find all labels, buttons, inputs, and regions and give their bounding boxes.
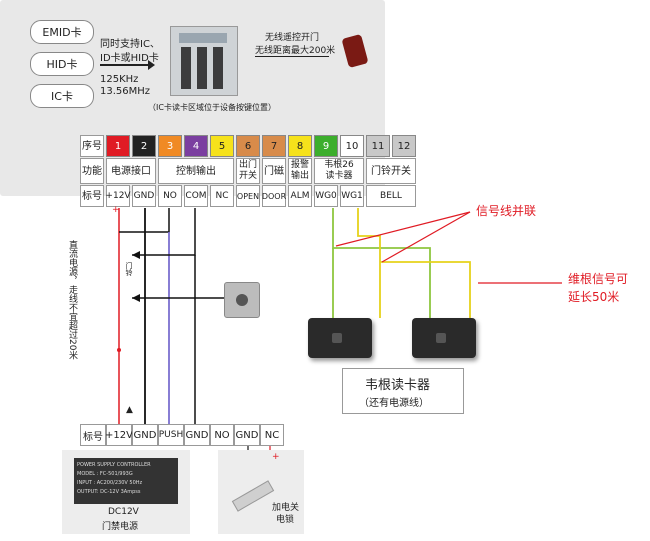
- psu-caption-1: DC12V: [108, 507, 139, 517]
- psu-plate: POWER SUPPLY CONTROLLER MODEL : FC-501/9…: [74, 458, 178, 504]
- exit-button-icon: [224, 282, 260, 318]
- lock-caption-1: 加电关: [272, 503, 300, 513]
- card-type-hid: HID卡: [30, 52, 94, 76]
- wiegand-reader-2: [412, 318, 476, 358]
- dc-power-vertical: 直流电源，走线不宜超过20米: [67, 240, 77, 360]
- keypad-icon: [170, 26, 238, 96]
- terminal-number: 10: [340, 135, 364, 157]
- arrow-left-2: [132, 294, 140, 302]
- wiegand-reader-1: [308, 318, 372, 358]
- arrow-up-sign: ▲: [126, 405, 133, 415]
- feature-note-1: 同时支持IC、: [100, 39, 160, 50]
- terminal-number: 1: [106, 135, 130, 157]
- frequency-2: 13.56MHz: [100, 86, 151, 97]
- extend-label-2: 延长50米: [568, 290, 620, 304]
- reader-zone-note: （IC卡读卡区域位于设备按键位置）: [148, 103, 276, 112]
- terminal-label: ALM: [288, 185, 312, 207]
- arrow-right-icon: [100, 64, 150, 66]
- arrowhead-icon: [148, 60, 155, 70]
- dc-power-note: 直流电源，走线不宜超过20米: [66, 240, 106, 400]
- lock-box: 加电关 电锁: [218, 450, 304, 534]
- signal-parallel-label: 信号线并联: [476, 204, 537, 218]
- frequency-1: 125KHz: [100, 74, 139, 85]
- wire-wg1-yellow: [357, 208, 381, 318]
- function-control-output: 控制输出: [158, 158, 234, 184]
- row-label-function: 功能: [80, 158, 104, 184]
- lock-plus-sign: +: [272, 452, 280, 462]
- terminal-number: 4: [184, 135, 208, 157]
- terminal-number: 8: [288, 135, 312, 157]
- terminal-label: GND: [132, 185, 156, 207]
- reader-caption-box: 韦根读卡器 （还有电源线）: [342, 368, 464, 414]
- terminal-number: 12: [392, 135, 416, 157]
- terminal-number: 3: [158, 135, 182, 157]
- psu-terminal-label: 标号: [80, 424, 106, 446]
- terminal-number: 5: [210, 135, 234, 157]
- terminal-label: WG0: [314, 185, 338, 207]
- terminal-label: DOOR: [262, 185, 286, 207]
- terminal-label: BELL: [366, 185, 416, 207]
- terminal-number: 2: [132, 135, 156, 157]
- psu-plate-line: OUTPUT: DC-12V 3Ampss: [77, 489, 141, 495]
- psu-terminal-label: GND: [132, 424, 158, 446]
- function-power: 电源接口: [106, 158, 156, 184]
- terminal-label: NO: [158, 185, 182, 207]
- row-label-number: 序号: [80, 135, 104, 157]
- function-door-sensor: 门磁: [262, 158, 286, 184]
- pointer-2: [381, 211, 471, 263]
- wire-no: [119, 208, 170, 233]
- arrow-left-1: [132, 251, 140, 259]
- remote-note-2: 无线距离最大200米: [255, 46, 336, 56]
- small-label: 门铃: [125, 262, 133, 276]
- terminal-label: COM: [184, 185, 208, 207]
- psu-plate-line: POWER SUPPLY CONTROLLER: [77, 462, 151, 468]
- function-exit-switch: 出门 开关: [236, 158, 260, 184]
- function-wiegand: 韦根26 读卡器: [314, 158, 364, 184]
- psu-terminal-label: PUSH: [158, 424, 184, 446]
- feature-note-2: ID卡或HID卡: [100, 53, 159, 64]
- reader-subtitle: （还有电源线）: [359, 398, 429, 409]
- terminal-number: 7: [262, 135, 286, 157]
- row-label-tag: 标号: [80, 185, 104, 207]
- function-alarm: 报警 输出: [288, 158, 312, 184]
- remote-note-1: 无线遥控开门: [265, 33, 320, 43]
- terminal-number: 9: [314, 135, 338, 157]
- wire-wg0-green: [332, 208, 431, 318]
- psu-terminal-label: GND: [234, 424, 260, 446]
- psu-plate-line: MODEL : FC-501/993G: [77, 471, 133, 477]
- terminal-label: WG1: [340, 185, 364, 207]
- function-bell: 门铃开关: [366, 158, 416, 184]
- psu-plate-line: INPUT : AC200/230V 50Hz: [77, 480, 143, 486]
- wire-wg1-yellow-2: [380, 261, 471, 318]
- reader-title: 韦根读卡器: [365, 378, 431, 393]
- card-type-emid: EMID卡: [30, 20, 94, 44]
- terminal-label: +12V: [105, 185, 131, 207]
- electric-lock-icon: [231, 480, 275, 512]
- pointer-1: [335, 211, 471, 247]
- remote-arrow-line: [255, 56, 329, 57]
- lock-caption-2: 电锁: [276, 515, 295, 525]
- psu-terminal-label: +12V: [105, 424, 133, 446]
- terminal-number: 11: [366, 135, 390, 157]
- card-type-ic: IC卡: [30, 84, 94, 108]
- psu-terminal-label: NO: [210, 424, 234, 446]
- plus-sign-top: +: [112, 205, 120, 215]
- psu-terminal-label: GND: [184, 424, 210, 446]
- terminal-label: OPEN: [236, 185, 260, 207]
- terminal-label: NC: [210, 185, 234, 207]
- psu-box: POWER SUPPLY CONTROLLER MODEL : FC-501/9…: [62, 450, 190, 534]
- junction-dot: [117, 348, 121, 352]
- psu-caption-2: 门禁电源: [102, 522, 139, 532]
- extend-label-1: 维根信号可: [568, 272, 629, 286]
- psu-terminal-label: NC: [260, 424, 284, 446]
- terminal-number: 6: [236, 135, 260, 157]
